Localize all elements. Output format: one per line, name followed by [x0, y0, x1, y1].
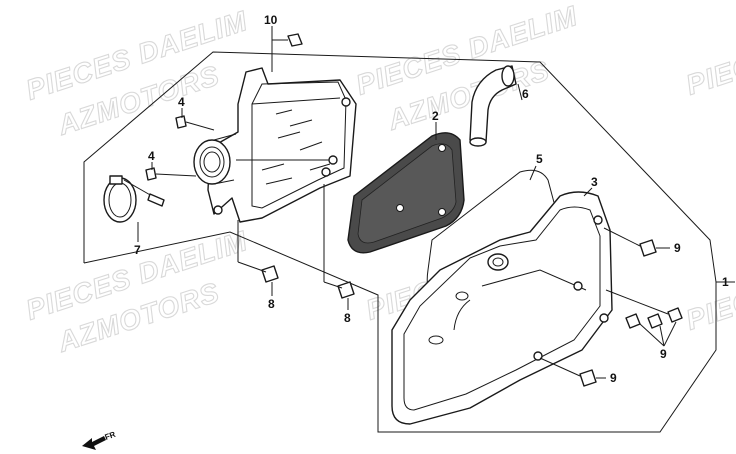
breather-tube: [469, 65, 517, 147]
callout-4: 4: [148, 149, 155, 163]
hose-clamp: [103, 175, 165, 223]
screw-top: [271, 30, 303, 72]
callout-8: 8: [344, 311, 351, 325]
callout-labels: 1 2 3 4 4 5 6 7 8 8 9 9 9 10: [134, 13, 729, 385]
callout-2: 2: [432, 109, 439, 123]
front-label: FR: [104, 430, 117, 442]
filter-element: [347, 132, 465, 254]
screw-upper: [175, 115, 215, 131]
callout-9: 9: [660, 347, 667, 361]
front-direction-indicator: FR: [82, 430, 117, 450]
callout-8: 8: [268, 297, 275, 311]
callout-5: 5: [536, 152, 543, 166]
callout-10: 10: [264, 13, 278, 27]
callout-4: 4: [178, 95, 185, 109]
air-cleaner-cover: [391, 191, 613, 425]
bolt-cover-right: [605, 289, 683, 347]
bolt-cover-top: [603, 227, 670, 257]
air-cleaner-case: [193, 67, 357, 223]
callout-6: 6: [522, 87, 529, 101]
watermark-text: PIECES DAELIM: [682, 0, 736, 101]
bolt-cover-bottom: [539, 357, 606, 387]
bolt-lower-right: [323, 184, 355, 310]
callout-9: 9: [610, 371, 617, 385]
callout-9: 9: [674, 241, 681, 255]
callout-7: 7: [134, 243, 141, 257]
assembly-outline: [83, 51, 717, 433]
screw-lower: [145, 167, 197, 181]
front-arrow-icon: [82, 436, 106, 450]
callout-1: 1: [722, 275, 729, 289]
bolt-lower-left: [237, 220, 279, 296]
callout-3: 3: [591, 175, 598, 189]
leader-lines: [137, 26, 593, 242]
